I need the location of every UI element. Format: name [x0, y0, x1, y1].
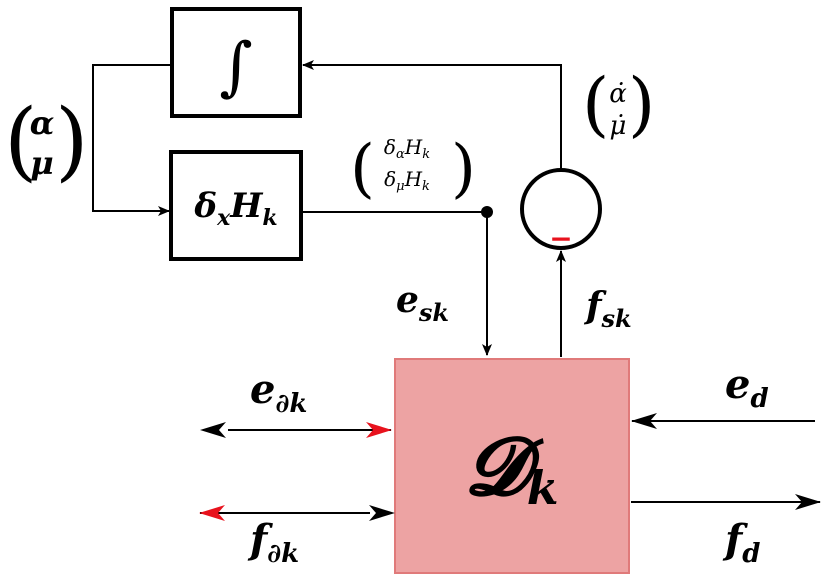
- state-feedback-line: [92, 64, 172, 216]
- derivative-mu-dot: μ̇: [610, 111, 627, 141]
- state-vector-left-paren: (: [4, 91, 38, 191]
- derivative-left-paren: (: [582, 63, 609, 145]
- e-sk-label: esk: [396, 279, 449, 327]
- e-d-label: ed: [725, 361, 769, 414]
- integrator-symbol: ∫: [219, 30, 252, 104]
- derivative-feedback-line: [302, 60, 562, 170]
- state-vector-right-paren: ): [55, 91, 89, 191]
- gradient-alpha-term: δαHk: [384, 135, 430, 162]
- summing-junction-minus-sign: −: [549, 222, 572, 255]
- gradient-block: [169, 150, 303, 261]
- e-boundary-label: e∂k: [250, 366, 307, 419]
- derivative-right-paren: ): [628, 63, 655, 145]
- gradient-vector: ( ) δαHk δμHk: [350, 132, 476, 206]
- f-sk-label: fsk: [583, 285, 632, 333]
- dirac-structure-block: [394, 358, 630, 574]
- e-boundary-left-arrowhead: [200, 422, 226, 438]
- gradient-mu-term: δμHk: [384, 167, 430, 194]
- gradient-label: δxHk: [193, 186, 277, 231]
- state-derivative-vector: ( ) α̇ μ̇: [582, 63, 655, 145]
- state-vector: ( ) α μ: [4, 91, 89, 191]
- f-boundary-right-arrowhead: [369, 505, 395, 521]
- f-d-label: fd: [722, 516, 760, 569]
- state-mu: μ: [30, 144, 53, 182]
- f-boundary-label: f∂k: [247, 516, 299, 569]
- integrator-block: [170, 7, 302, 118]
- gradient-vector-right-paren: ): [451, 132, 476, 206]
- gradient-vector-left-paren: (: [350, 132, 375, 206]
- derivative-alpha-dot: α̇: [609, 79, 627, 109]
- state-alpha: α: [30, 104, 55, 142]
